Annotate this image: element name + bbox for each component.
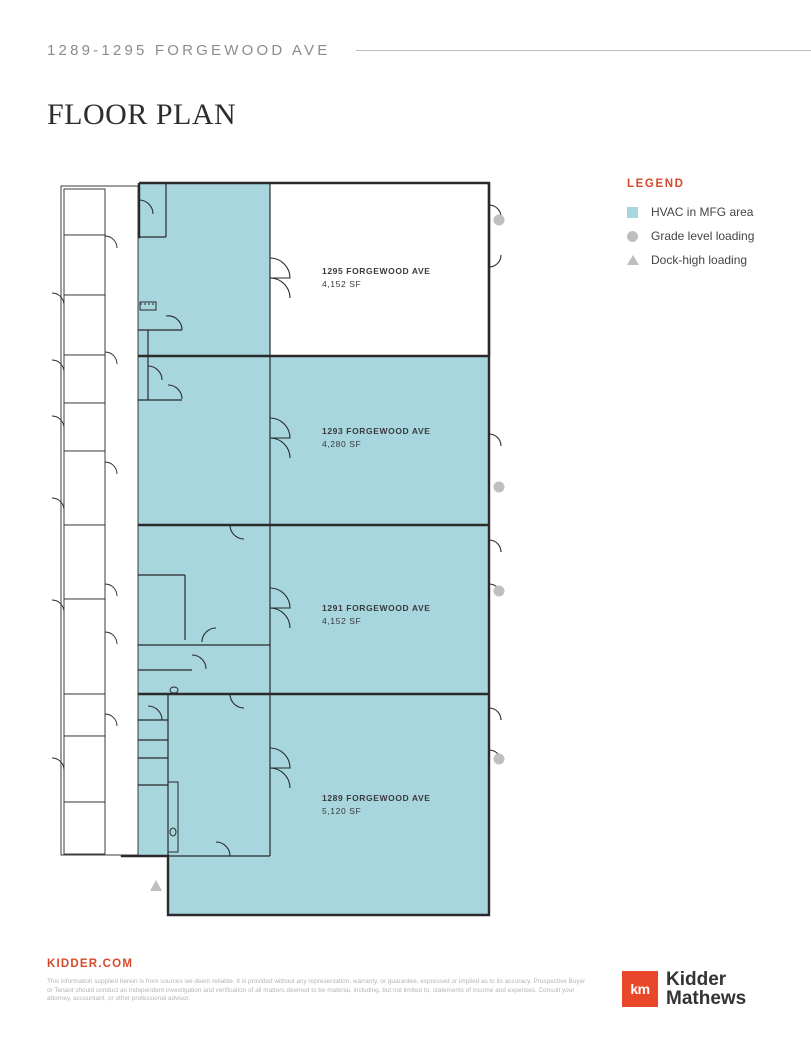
hvac-areas bbox=[122, 183, 489, 915]
km-logo-icon: km bbox=[622, 971, 658, 1007]
grade-level-loading-markers bbox=[493, 214, 505, 765]
grade-loading-1293 bbox=[493, 481, 505, 493]
logo-wordmark: Kidder Mathews bbox=[666, 970, 746, 1008]
kidder-mathews-logo: km Kidder Mathews bbox=[622, 970, 746, 1008]
unit-1291-name: 1291 FORGEWOOD AVE bbox=[322, 603, 431, 613]
dock-high-loading-marker bbox=[150, 880, 162, 891]
triangle-icon bbox=[627, 255, 639, 265]
legend-item-hvac: HVAC in MFG area bbox=[627, 200, 754, 224]
header-divider bbox=[356, 50, 811, 51]
circle-icon bbox=[627, 230, 638, 242]
website-link[interactable]: KIDDER.COM bbox=[47, 958, 134, 970]
grade-loading-1289 bbox=[493, 753, 505, 765]
legend-item-dock-loading: Dock-high loading bbox=[627, 248, 754, 272]
office-strip bbox=[60, 185, 139, 856]
hvac-swatch-icon bbox=[627, 206, 638, 218]
unit-1289-area: 5,120 SF bbox=[322, 806, 361, 816]
legend: LEGEND HVAC in MFG area Grade level load… bbox=[627, 178, 754, 272]
unit-1289-name: 1289 FORGEWOOD AVE bbox=[322, 793, 431, 803]
unit-1293-area: 4,280 SF bbox=[322, 439, 361, 449]
unit-1295-area: 4,152 SF bbox=[322, 279, 361, 289]
unit-1291-area: 4,152 SF bbox=[322, 616, 361, 626]
unit-1295-name: 1295 FORGEWOOD AVE bbox=[322, 266, 431, 276]
grade-loading-1295 bbox=[493, 214, 505, 226]
legend-item-grade-loading: Grade level loading bbox=[627, 224, 754, 248]
legend-title: LEGEND bbox=[627, 178, 685, 190]
disclaimer-text: This information supplied herein is from… bbox=[47, 978, 586, 1003]
legend-label-hvac: HVAC in MFG area bbox=[651, 205, 754, 219]
logo-line-1: Kidder bbox=[666, 969, 727, 990]
page-title: FLOOR PLAN bbox=[47, 98, 237, 131]
logo-line-2: Mathews bbox=[666, 988, 747, 1009]
property-address: 1289-1295 FORGEWOOD AVE bbox=[47, 42, 331, 59]
unit-1293-name: 1293 FORGEWOOD AVE bbox=[322, 426, 431, 436]
grade-loading-1291 bbox=[493, 585, 505, 597]
legend-label-grade-loading: Grade level loading bbox=[651, 229, 755, 243]
legend-label-dock-loading: Dock-high loading bbox=[651, 253, 748, 267]
office-door-swings bbox=[51, 235, 118, 771]
